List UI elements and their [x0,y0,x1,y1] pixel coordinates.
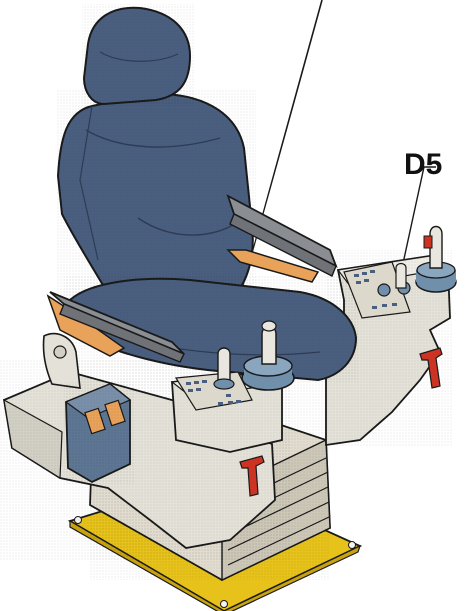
right-joystick [395,225,457,293]
lever-handle [419,347,443,389]
mount-bolt [220,600,228,608]
adjustment-levers [239,347,443,497]
seat-backrest [56,90,256,308]
callout-label-d5: D5 [404,150,443,180]
left-joystick [213,320,295,391]
lever-handle [239,455,265,497]
seat-headrest [82,4,194,106]
right-armrest [226,194,338,283]
leader-line-d5 [401,166,436,269]
foot-pedal-unit [64,382,134,484]
mount-bolt [348,541,356,549]
